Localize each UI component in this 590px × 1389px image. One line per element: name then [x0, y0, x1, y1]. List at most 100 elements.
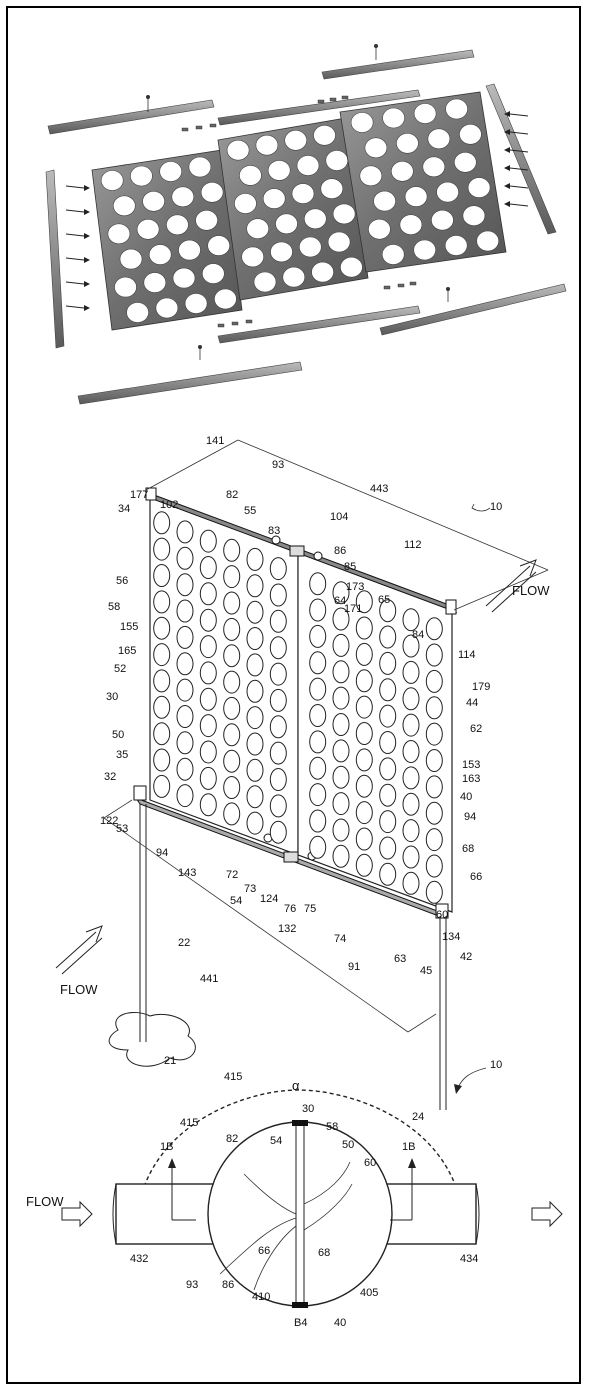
perforation-hole [379, 599, 397, 623]
reference-numeral-34: 34 [118, 503, 130, 515]
reference-numeral-1B: 1B [160, 1141, 173, 1153]
flow-label-top: FLOW [512, 583, 550, 598]
reference-numeral-54: 54 [270, 1135, 282, 1147]
perforation-hole [332, 792, 350, 816]
perforation-hole [379, 836, 397, 860]
reference-numeral-60: 60 [436, 909, 448, 921]
reference-numeral-68: 68 [318, 1247, 330, 1259]
reference-numeral-66: 66 [470, 871, 482, 883]
plate-hole [241, 246, 264, 268]
reference-numeral-50: 50 [342, 1139, 354, 1151]
perforation-hole [379, 783, 397, 807]
perforation-hole [223, 617, 241, 641]
perforation-hole [309, 651, 327, 675]
perforation-hole [223, 565, 241, 589]
perforation-hole [332, 765, 350, 789]
reference-numeral-177: 177 [130, 489, 148, 501]
reference-numeral-114: 114 [458, 649, 476, 661]
reference-numeral-94: 94 [464, 811, 476, 823]
plate-hole [359, 165, 383, 187]
reference-numeral-73: 73 [244, 883, 256, 895]
perforation-hole [223, 776, 241, 799]
perforation-hole [153, 722, 171, 746]
reference-numeral-65: 65 [378, 594, 390, 606]
rail-bottom-right [379, 283, 567, 336]
perforation-hole [153, 774, 171, 798]
plate-hole [427, 128, 451, 150]
reference-numeral-415: 415 [180, 1117, 198, 1129]
reference-numeral-62: 62 [470, 723, 482, 735]
perforation-hole [425, 722, 443, 746]
perforation-hole [153, 643, 171, 667]
perforation-hole [425, 617, 443, 641]
plate-hole [340, 256, 363, 278]
perforation-hole [269, 741, 287, 765]
perforation-hole [355, 669, 373, 693]
perforation-hole [355, 616, 373, 640]
reference-numeral-405: 405 [360, 1287, 378, 1299]
reference-numeral-40: 40 [460, 791, 472, 803]
plate-hole [107, 223, 131, 245]
perforation-hole [269, 662, 287, 686]
perforation-hole [199, 635, 217, 659]
reference-numeral-44: 44 [466, 697, 478, 709]
reference-numeral-60: 60 [364, 1157, 376, 1169]
plate-hole [113, 195, 136, 217]
perforation-hole [176, 705, 194, 728]
reference-numeral-76: 76 [284, 903, 296, 915]
perforation-hole [402, 608, 420, 632]
reference-numeral-21: 21 [164, 1055, 176, 1067]
reference-numeral-124: 124 [260, 893, 278, 905]
reference-numeral-134: 134 [442, 931, 460, 943]
reference-numeral-82: 82 [226, 1133, 238, 1145]
perforation-hole [199, 766, 217, 790]
perforation-hole [332, 660, 350, 684]
reference-numeral-56: 56 [116, 575, 128, 587]
reference-numeral-66: 66 [258, 1245, 270, 1257]
plate-hole [207, 235, 230, 256]
perforation-hole [355, 748, 373, 772]
perforation-hole [332, 607, 350, 631]
plate-hole [188, 156, 212, 178]
perforation-hole [425, 669, 443, 693]
reference-numeral-173: 173 [346, 581, 364, 593]
perforation-hole [199, 793, 217, 817]
reference-numeral-58: 58 [326, 1121, 338, 1133]
perforation-hole [379, 731, 397, 754]
perforation-hole [332, 818, 350, 842]
plate-hole [431, 209, 454, 231]
reference-numeral-165: 165 [118, 645, 136, 657]
reference-numeral-93: 93 [186, 1279, 198, 1291]
perforation-hole [379, 704, 397, 728]
reference-numeral-93: 93 [272, 459, 284, 471]
perforation-hole [355, 853, 373, 877]
perforation-hole [309, 809, 327, 833]
perforation-hole [223, 670, 241, 694]
perforation-hole [355, 774, 373, 798]
reference-numeral-22: 22 [178, 937, 190, 949]
reference-numeral-75: 75 [304, 903, 316, 915]
perforation-hole [425, 696, 443, 720]
reference-numeral-10: 10 [490, 501, 502, 513]
perforation-hole [269, 583, 287, 607]
perforation-hole [425, 828, 443, 852]
plate-hole [313, 125, 336, 146]
plate-hole [476, 230, 500, 252]
plate-hole [327, 231, 351, 253]
exploded-view-figure [45, 44, 567, 405]
perforation-hole [355, 827, 373, 851]
reference-numeral-104: 104 [330, 511, 348, 523]
plate-hole [282, 266, 306, 288]
rail-bottom-middle [217, 305, 421, 344]
plate-hole [246, 218, 270, 239]
plate-hole [436, 181, 459, 203]
perforation-hole [199, 740, 217, 764]
perforation-hole [176, 625, 194, 649]
perforation-hole [199, 687, 217, 711]
reference-numeral-B4: B4 [294, 1317, 307, 1329]
perforation-hole [332, 581, 350, 605]
plate-hole [143, 272, 167, 293]
reference-numeral-32: 32 [104, 771, 116, 783]
plate-hole [119, 248, 143, 270]
reference-numeral-52: 52 [114, 663, 126, 675]
